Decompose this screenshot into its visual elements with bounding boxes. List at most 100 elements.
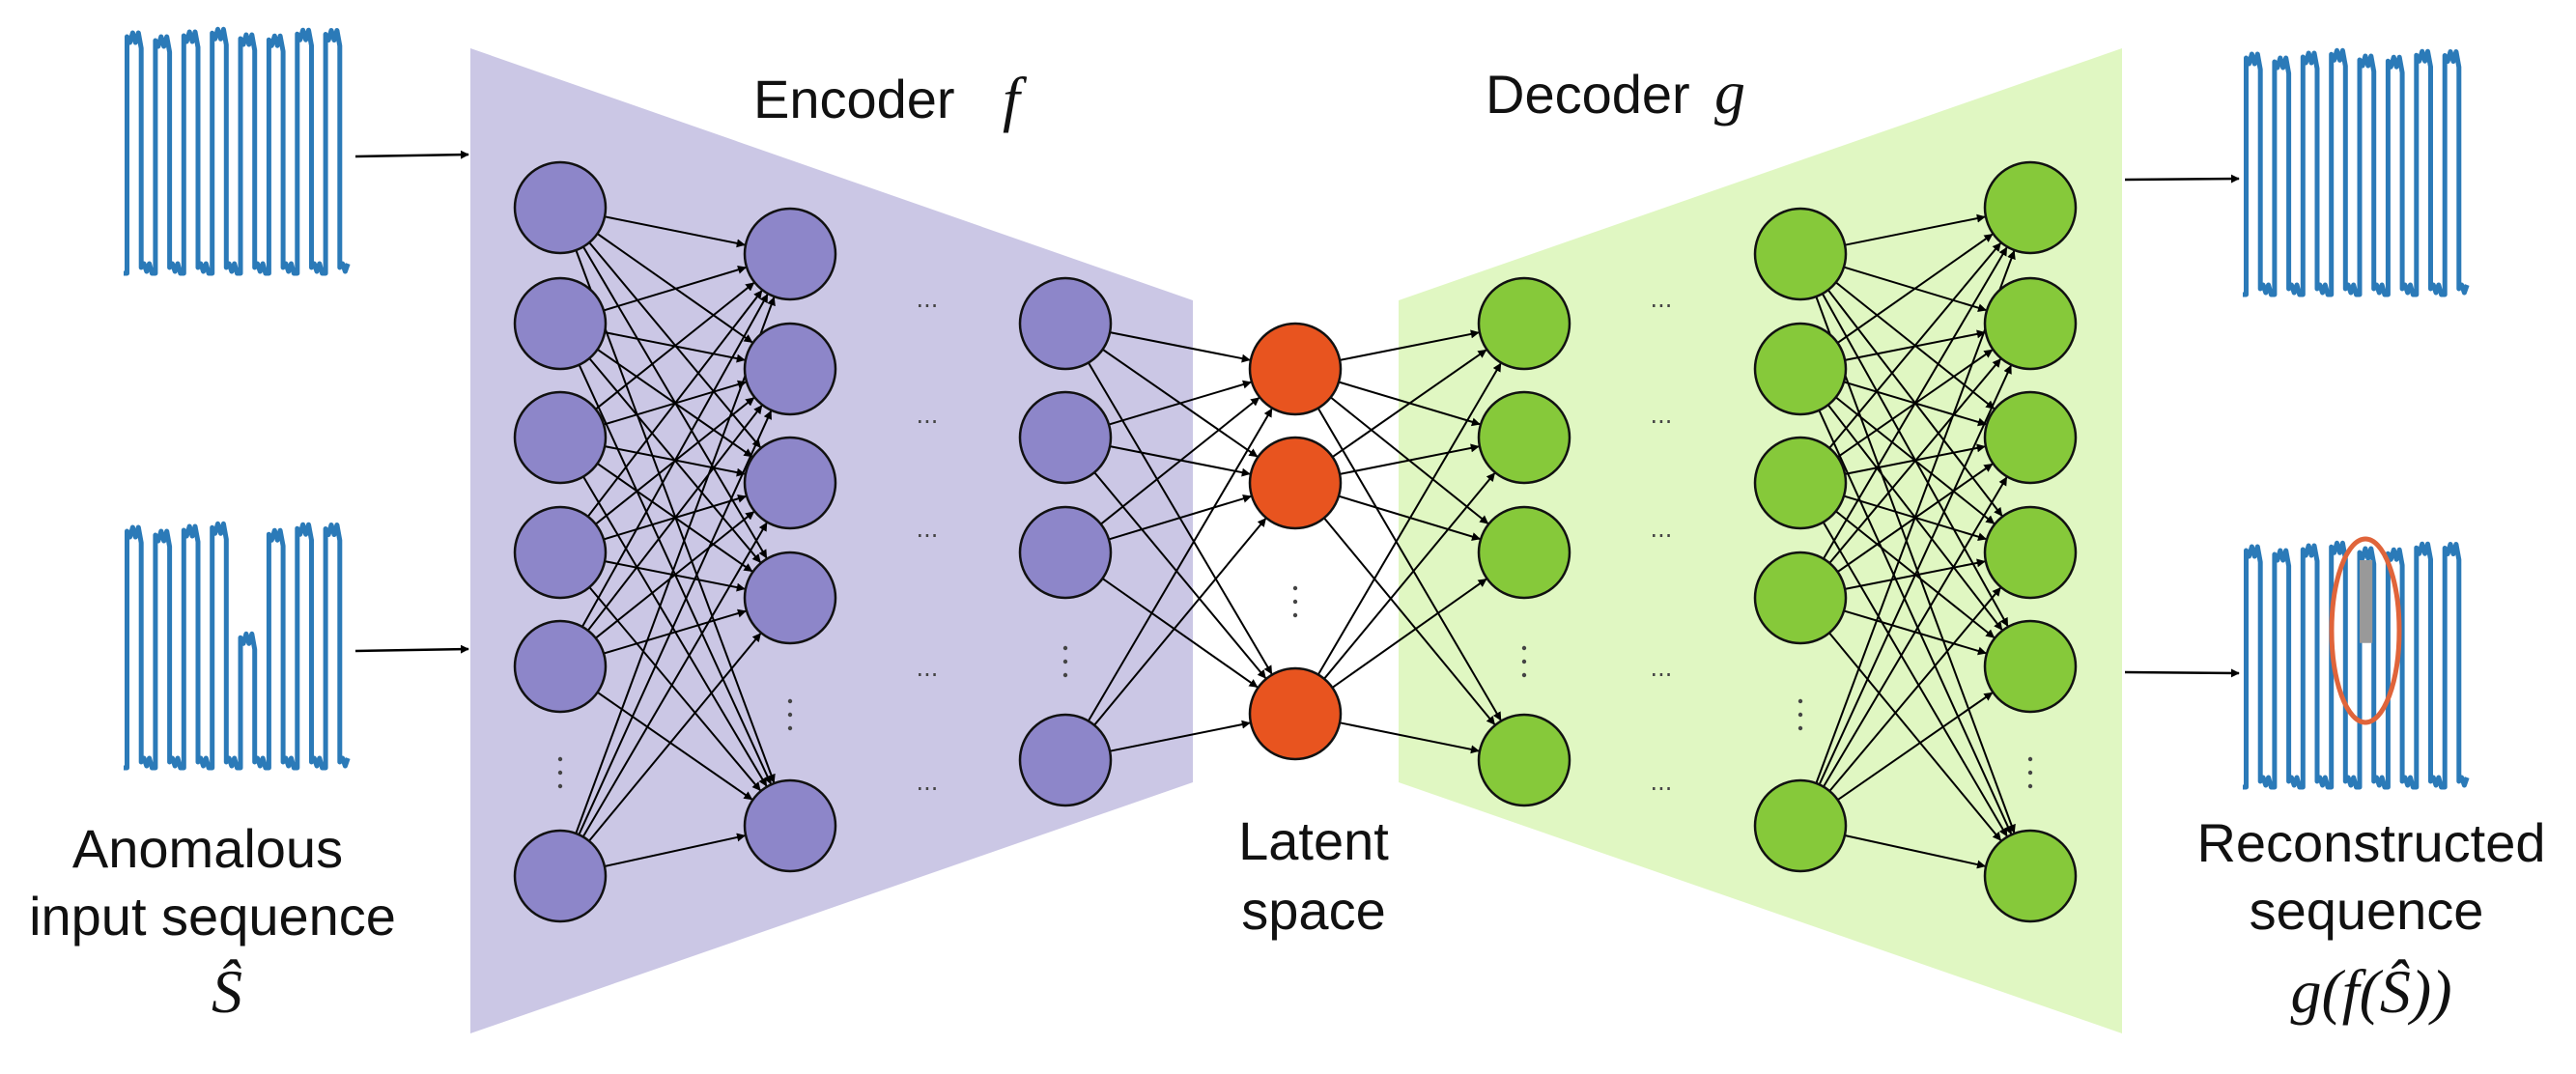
signal-trace bbox=[124, 521, 351, 771]
connection-edge bbox=[1087, 408, 1273, 722]
decoder-node bbox=[1477, 390, 1571, 485]
ellipsis-horizontal: ··· bbox=[1651, 293, 1673, 320]
connection-edge bbox=[575, 297, 776, 834]
io-arrows bbox=[354, 150, 2240, 678]
connection-edge bbox=[1828, 587, 2001, 792]
encoder-node bbox=[743, 322, 837, 416]
flow-arrow bbox=[2124, 174, 2240, 184]
output-symbol: g(f(Ŝ)) bbox=[2290, 957, 2451, 1026]
ellipsis-vertical bbox=[2027, 756, 2033, 789]
ellipsis-dot bbox=[1292, 599, 1298, 605]
sequence-signals bbox=[124, 26, 2470, 790]
ellipsis-dot bbox=[1521, 659, 1527, 664]
ellipsis-horizontal: ··· bbox=[1651, 662, 1673, 689]
connection-edge bbox=[1109, 720, 1251, 752]
connection-edge bbox=[1837, 692, 1994, 802]
sequence-signal bbox=[124, 521, 351, 771]
input-label-line1: Anomalous bbox=[72, 818, 343, 879]
ellipsis-vertical bbox=[787, 698, 793, 731]
connection-edge bbox=[1818, 410, 2013, 835]
ellipsis-horizontal: ··· bbox=[917, 776, 939, 803]
connection-edge bbox=[603, 608, 747, 655]
encoder-node bbox=[1018, 505, 1113, 600]
decoder-node bbox=[1983, 390, 2078, 485]
connection-edge bbox=[1836, 233, 1994, 344]
decoder-node bbox=[1983, 276, 2078, 371]
ellipsis-dot bbox=[787, 712, 793, 718]
ellipsis-dot bbox=[2027, 756, 2033, 762]
ellipsis-dot bbox=[1292, 585, 1298, 591]
connections bbox=[575, 213, 2016, 869]
ellipsis-dot bbox=[1521, 672, 1527, 678]
connection-edge bbox=[597, 691, 753, 801]
flow-arrow bbox=[354, 644, 469, 654]
connection-edge bbox=[1108, 380, 1252, 426]
anomaly-marker bbox=[2329, 536, 2402, 725]
sequence-signal bbox=[2243, 47, 2470, 297]
encoder-node bbox=[743, 551, 837, 645]
connection-edge bbox=[588, 633, 762, 842]
ellipsis-horizontal: ··· bbox=[917, 523, 939, 550]
connection-edge bbox=[586, 290, 763, 518]
output-label-line2: sequence bbox=[2250, 880, 2484, 941]
ellipsis-marks: ······························ bbox=[557, 293, 2033, 803]
ellipsis-dot bbox=[2027, 783, 2033, 789]
decoder-symbol: g bbox=[1714, 58, 1745, 127]
connection-edge bbox=[603, 265, 747, 312]
ellipsis-dot bbox=[1798, 725, 1803, 731]
connection-edge bbox=[581, 294, 769, 628]
latent-node bbox=[1248, 436, 1343, 530]
ellipsis-vertical bbox=[557, 756, 563, 789]
connection-edge bbox=[1101, 578, 1259, 689]
encoder-symbol: f bbox=[1003, 65, 1028, 133]
connection-edge bbox=[1323, 472, 1496, 680]
decoder-node bbox=[1983, 160, 2078, 255]
ellipsis-dot bbox=[1062, 672, 1068, 678]
ellipsis-horizontal: ··· bbox=[1651, 523, 1673, 550]
connection-edge bbox=[1332, 349, 1487, 458]
encoder-node bbox=[1018, 713, 1113, 807]
connection-edge bbox=[1316, 362, 1502, 676]
ellipsis-dot bbox=[557, 770, 563, 776]
connection-edge bbox=[1844, 213, 1986, 246]
encoder-node bbox=[513, 505, 608, 600]
ellipsis-vertical bbox=[1798, 698, 1803, 731]
sequence-signal bbox=[124, 26, 351, 276]
decoder-node bbox=[1753, 436, 1848, 530]
decoder-node bbox=[1753, 207, 1848, 301]
signal-trace bbox=[2243, 47, 2470, 297]
connection-edge bbox=[595, 511, 755, 639]
connection-edge bbox=[1822, 522, 2008, 837]
ellipsis-dot bbox=[1292, 612, 1298, 618]
connection-edge bbox=[1823, 476, 2008, 788]
decoder-label: Decoder bbox=[1486, 64, 1690, 125]
ellipsis-vertical bbox=[1292, 585, 1298, 618]
decoder-node bbox=[1983, 505, 2078, 600]
decoder-node bbox=[1477, 505, 1571, 600]
connection-edge bbox=[1108, 494, 1252, 541]
input-label-line2: input sequence bbox=[29, 886, 396, 947]
encoder-node bbox=[743, 778, 837, 873]
encoder-node bbox=[743, 436, 837, 530]
encoder-node bbox=[513, 276, 608, 371]
ellipsis-horizontal: ··· bbox=[1651, 409, 1673, 436]
decoder-node bbox=[1753, 778, 1848, 873]
connection-edge bbox=[578, 410, 773, 835]
latent-label-line2: space bbox=[1241, 880, 1385, 941]
encoder-node bbox=[743, 207, 837, 301]
decoder-node bbox=[1753, 551, 1848, 645]
connection-edge bbox=[575, 249, 776, 783]
encoder-region bbox=[470, 48, 1193, 1033]
encoder-node bbox=[513, 619, 608, 714]
ellipsis-dot bbox=[787, 725, 793, 731]
encoder-node bbox=[513, 160, 608, 255]
connection-edge bbox=[1093, 518, 1267, 726]
ellipsis-horizontal: ··· bbox=[917, 662, 939, 689]
ellipsis-dot bbox=[1798, 712, 1803, 718]
connection-edge bbox=[1100, 397, 1260, 525]
connection-edge bbox=[1828, 242, 2001, 449]
decoder-node bbox=[1983, 619, 2078, 714]
flow-arrow bbox=[354, 150, 469, 159]
